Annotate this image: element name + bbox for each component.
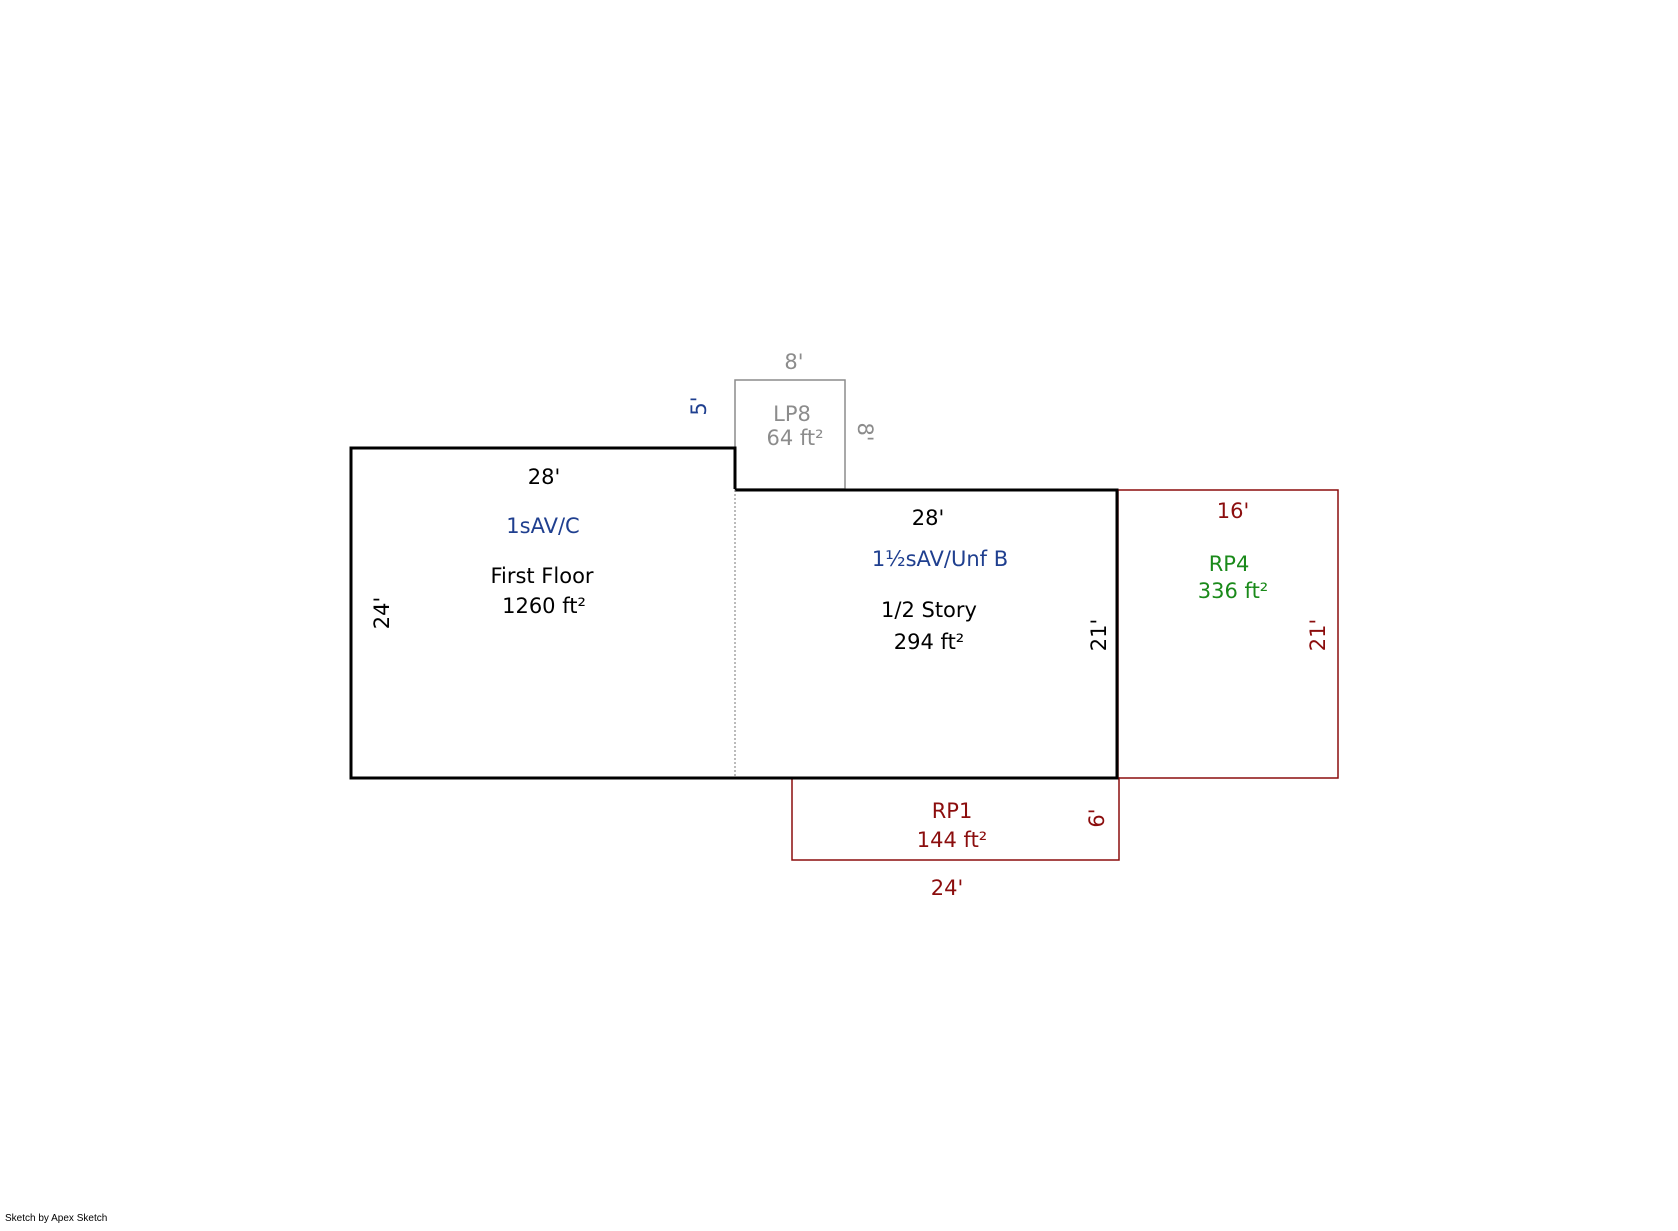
half-story-top-dim: 28' (912, 506, 945, 530)
rp1-right-dim: 6' (1085, 808, 1109, 827)
lp8-left-dim: 5' (687, 396, 711, 415)
rp4-area: 336 ft² (1198, 579, 1268, 603)
rp1-area: 144 ft² (917, 828, 987, 852)
rp4-outline (1117, 489, 1339, 779)
first-floor-left-dim: 24' (370, 597, 394, 630)
first-floor-area: 1260 ft² (502, 594, 586, 618)
rp4-right-dim: 21' (1306, 619, 1330, 652)
rp4-name: RP4 (1209, 552, 1250, 576)
half-story-name: 1/2 Story (881, 598, 977, 622)
rp1-name: RP1 (932, 799, 973, 823)
half-story-code: 1½sAV/Unf B (872, 547, 1008, 571)
rp4-top-dim: 16' (1217, 499, 1250, 523)
half-story-right-dim: 21' (1087, 619, 1111, 652)
rp1-bottom-dim: 24' (931, 876, 964, 900)
first-floor-top-dim: 28' (528, 465, 561, 489)
lp8-right-dim: 8' (853, 422, 877, 441)
sketch-credit: Sketch by Apex Sketch (5, 1213, 107, 1224)
first-floor-name: First Floor (490, 564, 593, 588)
half-story-area: 294 ft² (894, 630, 964, 654)
lp8-area: 64 ft² (766, 426, 823, 450)
lp8-top-dim: 8' (784, 350, 803, 374)
first-floor-outline (349, 446, 1119, 780)
first-floor-code: 1sAV/C (506, 514, 579, 538)
lp8-name: LP8 (773, 402, 811, 426)
